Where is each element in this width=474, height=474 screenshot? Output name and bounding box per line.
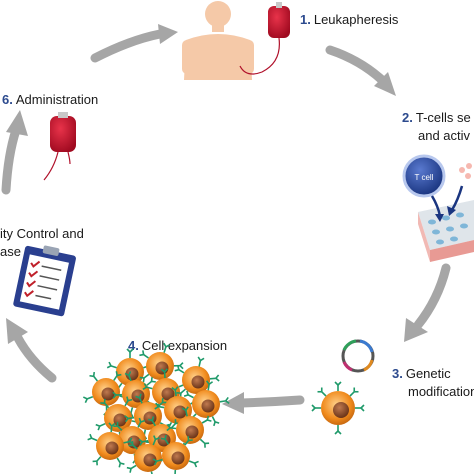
blood-bag-icon (239, 2, 290, 75)
step-4-label: 4.Cell expansion (128, 338, 227, 353)
t-cell-icon: T cell (402, 154, 446, 198)
step-6-label: 6.Administration (2, 92, 98, 107)
step-5-label-line2: ase (0, 244, 21, 259)
arrow-1-to-2 (325, 45, 396, 96)
expanded-cell (166, 406, 213, 454)
expanded-cell (86, 422, 134, 469)
well-plate-icon (418, 185, 474, 262)
expanded-cell (152, 434, 200, 474)
expanded-cell (82, 370, 130, 416)
infusion-bag-icon (43, 112, 76, 181)
expanded-cell (183, 380, 230, 427)
patient-figure (182, 1, 254, 80)
step-1-label: 1.Leukapheresis (300, 12, 399, 27)
expanded-cell (173, 356, 220, 404)
step-2-label-line2: and activ (418, 128, 471, 143)
arrow-4-to-5 (6, 318, 57, 383)
arrow-5-to-6 (1, 110, 28, 195)
beads-icon (459, 163, 472, 179)
cycle-arrows (1, 24, 451, 414)
expanded-cell-cluster (82, 342, 230, 474)
step-2-label-line1: 2.T-cells se (402, 110, 471, 125)
modified-t-cell-icon (311, 381, 365, 435)
step-5-label-line1: ity Control and (0, 226, 84, 241)
step-3-label-line2: modification (408, 384, 474, 399)
svg-text:T cell: T cell (415, 173, 434, 182)
arrow-3-to-4 (222, 392, 305, 414)
clipboard-icon (13, 245, 76, 317)
viral-vector-icon (341, 339, 375, 373)
arrow-2-to-3 (404, 263, 451, 342)
expanded-cell (138, 342, 184, 390)
arrow-6-to-1 (90, 24, 178, 63)
step-3-label-line1: 3.Genetic (392, 366, 451, 381)
